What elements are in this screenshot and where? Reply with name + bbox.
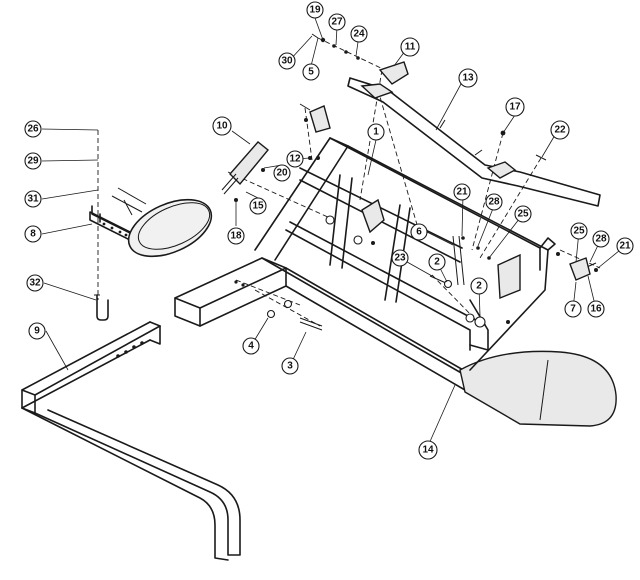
callout-31: 31 <box>24 190 42 208</box>
svg-text:18: 18 <box>230 231 242 242</box>
callout-22: 22 <box>550 120 570 140</box>
svg-text:25: 25 <box>517 209 529 220</box>
callout-13: 13 <box>458 68 478 88</box>
callout-10: 10 <box>212 116 232 136</box>
callout-3: 3 <box>281 357 299 375</box>
svg-text:5: 5 <box>308 67 314 78</box>
callout-4: 4 <box>242 337 260 355</box>
svg-text:10: 10 <box>216 121 228 132</box>
svg-text:4: 4 <box>248 341 254 352</box>
j-hook-part-32 <box>94 294 109 321</box>
callout-30: 30 <box>278 52 296 70</box>
svg-text:1: 1 <box>373 127 379 138</box>
callout-14: 14 <box>418 440 438 460</box>
callout-1: 1 <box>367 123 385 141</box>
callout-16: 16 <box>587 300 605 318</box>
callout-2b: 2 <box>470 277 488 295</box>
svg-text:17: 17 <box>509 102 521 113</box>
callout-21b: 21 <box>616 237 634 255</box>
callout-2a: 2 <box>428 253 446 271</box>
base-frame-part-9 <box>21 321 241 561</box>
svg-text:9: 9 <box>34 326 40 337</box>
svg-text:16: 16 <box>590 304 602 315</box>
svg-text:22: 22 <box>554 125 566 136</box>
top-arm-part-13 <box>347 77 601 207</box>
callout-6: 6 <box>410 223 428 241</box>
callout-bubbles: 1 2 2 3 4 5 6 7 8 9 10 11 12 13 14 15 16… <box>24 1 634 460</box>
svg-text:28: 28 <box>488 197 500 208</box>
svg-text:7: 7 <box>570 304 576 315</box>
svg-text:19: 19 <box>309 5 321 16</box>
svg-text:27: 27 <box>331 17 343 28</box>
svg-text:31: 31 <box>27 194 39 205</box>
svg-text:14: 14 <box>422 445 434 456</box>
callout-28a: 28 <box>485 193 503 211</box>
callout-32: 32 <box>26 274 44 292</box>
callout-18: 18 <box>227 227 245 245</box>
arm-pad-part-10 <box>221 141 269 195</box>
svg-text:11: 11 <box>405 42 416 53</box>
svg-text:8: 8 <box>30 229 36 240</box>
svg-text:21: 21 <box>619 241 631 252</box>
callout-11: 11 <box>400 37 420 57</box>
callout-21a: 21 <box>453 183 471 201</box>
callout-25a: 25 <box>514 205 532 223</box>
callout-26: 26 <box>24 120 42 138</box>
svg-text:3: 3 <box>287 361 293 372</box>
svg-text:21: 21 <box>456 187 468 198</box>
svg-text:23: 23 <box>394 253 406 264</box>
svg-text:30: 30 <box>281 56 293 67</box>
svg-text:15: 15 <box>252 201 264 212</box>
svg-text:24: 24 <box>353 29 365 40</box>
callout-20: 20 <box>273 164 291 182</box>
svg-text:29: 29 <box>27 156 39 167</box>
svg-text:12: 12 <box>289 154 301 165</box>
main-frame-part-14 <box>174 137 617 427</box>
callout-23: 23 <box>391 249 409 267</box>
callout-8: 8 <box>24 225 42 243</box>
callout-9: 9 <box>28 322 46 340</box>
callout-12: 12 <box>286 150 304 168</box>
svg-text:25: 25 <box>573 226 585 237</box>
seat-pad-assembly-part-8 <box>89 187 213 258</box>
callout-24: 24 <box>350 25 368 43</box>
callout-7: 7 <box>564 300 582 318</box>
svg-text:32: 32 <box>29 278 41 289</box>
callout-19: 19 <box>306 1 324 19</box>
svg-text:6: 6 <box>416 227 422 238</box>
svg-text:20: 20 <box>276 168 288 179</box>
callout-17: 17 <box>505 97 525 117</box>
svg-text:28: 28 <box>595 234 607 245</box>
callout-25b: 25 <box>570 222 588 240</box>
callout-5: 5 <box>302 63 320 81</box>
callout-28b: 28 <box>592 230 610 248</box>
callout-29: 29 <box>24 152 42 170</box>
callout-15: 15 <box>249 197 267 215</box>
svg-text:26: 26 <box>27 124 39 135</box>
svg-text:13: 13 <box>462 73 474 84</box>
hardware-fasteners <box>234 33 598 331</box>
svg-text:2: 2 <box>476 281 482 292</box>
svg-text:2: 2 <box>434 257 440 268</box>
callout-27: 27 <box>328 13 346 31</box>
